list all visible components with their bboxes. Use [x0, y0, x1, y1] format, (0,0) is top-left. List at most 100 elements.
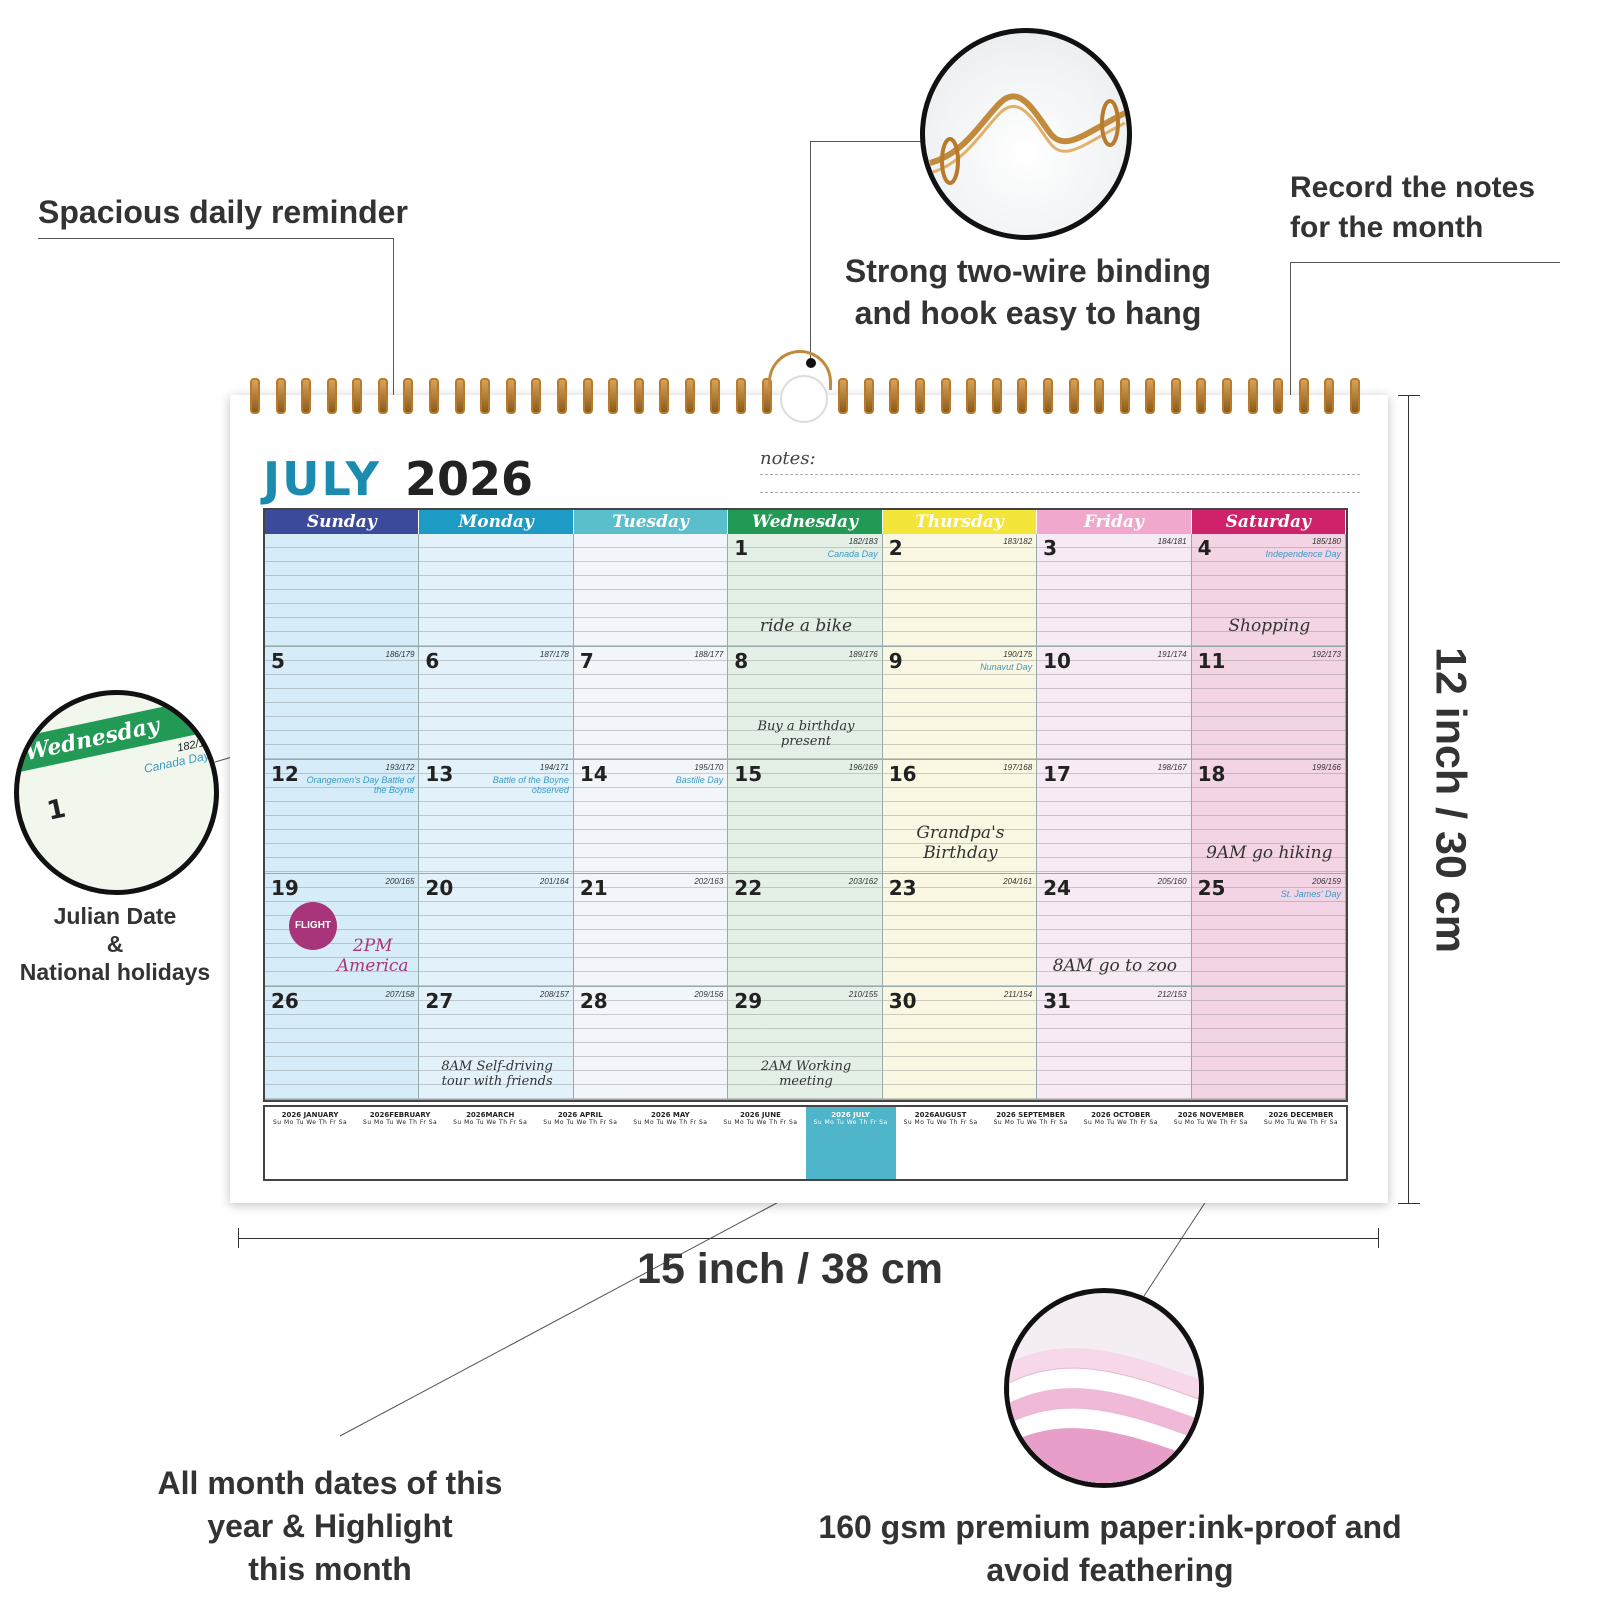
day-cell[interactable]: 23 204/161 — [882, 873, 1038, 987]
mini-month-weekdays: Su Mo Tu We Th Fr Sa — [993, 1119, 1068, 1126]
julian-date: 194/171 — [539, 763, 569, 773]
julian-date: 192/173 — [1312, 650, 1341, 660]
holiday-label: Battle of the Boyne observed — [492, 775, 569, 796]
day-number: 16 — [888, 762, 917, 787]
spiral-coil — [275, 378, 286, 414]
mini-month-title: 2026 SEPTEMBER — [996, 1111, 1066, 1119]
weekday-header: Monday — [419, 510, 574, 534]
spiral-coil — [1273, 378, 1284, 414]
day-number: 8 — [734, 649, 749, 674]
mini-month-weekdays: Su Mo Tu We Th Fr Sa — [633, 1119, 708, 1126]
mini-month-title: 2026 NOVEMBER — [1177, 1111, 1244, 1119]
spiral-coil — [608, 378, 619, 414]
width-dimension-tick — [1378, 1228, 1379, 1248]
spiral-coil — [480, 378, 491, 414]
mini-month-weekdays: Su Mo Tu We Th Fr Sa — [903, 1119, 978, 1126]
julian-zoom-lens: Wednesday 182/183 Canada Day 1 — [14, 690, 219, 895]
weekday-header: Tuesday — [573, 510, 729, 534]
weekday-header: Friday — [1037, 510, 1192, 534]
day-cell[interactable] — [265, 534, 420, 648]
height-dimension-tick — [1398, 395, 1420, 396]
binding-zoom-lens — [920, 28, 1132, 240]
spiral-coil — [1196, 378, 1207, 414]
callout-paper-line1: 160 gsm premium paper:ink-proof and — [818, 1509, 1402, 1545]
julian-date: 187/178 — [539, 650, 569, 660]
mini-month-title: 2026 JUNE — [740, 1111, 781, 1119]
handwritten-note: 8AM go to zoo — [1052, 955, 1178, 976]
day-number: 26 — [271, 988, 299, 1013]
width-dimension-tick — [238, 1228, 239, 1248]
callout-record-notes: Record the notes for the month — [1290, 168, 1535, 248]
month-title: JULY — [263, 452, 381, 506]
julian-date: 191/174 — [1157, 650, 1187, 660]
holiday-label: Bastille Day — [675, 775, 724, 786]
spiral-coil — [633, 378, 644, 414]
day-cell[interactable] — [419, 534, 574, 648]
day-cell[interactable]: 10 191/174 — [1037, 647, 1192, 761]
julian-date: 204/161 — [1003, 876, 1033, 886]
day-number: 23 — [888, 875, 917, 900]
spiral-coil — [556, 378, 567, 414]
julian-date: 197/168 — [1003, 763, 1033, 773]
julian-date: 206/159 — [1312, 876, 1341, 886]
height-dimension-tick — [1398, 1203, 1420, 1204]
julian-date: 202/163 — [694, 876, 724, 886]
day-number: 10 — [1043, 649, 1071, 674]
mini-month-weekdays: Su Mo Tu We Th Fr Sa — [363, 1119, 438, 1126]
day-cell[interactable] — [573, 534, 729, 648]
julian-date: 189/176 — [848, 650, 878, 660]
holiday-label: Independence Day — [1265, 549, 1341, 559]
callout-binding-line1: Strong two-wire binding — [844, 253, 1212, 289]
spiral-coil — [863, 378, 874, 414]
julian-date: 188/177 — [694, 650, 724, 660]
day-number: 27 — [425, 988, 454, 1013]
day-number: 7 — [579, 649, 594, 674]
weekday-header: Wednesday — [728, 510, 883, 534]
callout-allmonth-line1: All month dates of this — [157, 1465, 503, 1501]
julian-date: 203/162 — [848, 876, 878, 886]
mini-month-weekdays: Su Mo Tu We Th Fr Sa — [1173, 1119, 1248, 1126]
day-cell[interactable] — [1191, 986, 1346, 1100]
spiral-coil — [326, 378, 337, 414]
handwritten-note: Buy a birthday present — [757, 719, 855, 750]
spiral-coil — [377, 378, 388, 414]
day-number: 12 — [271, 762, 299, 787]
day-cell[interactable]: 7 188/177 — [573, 647, 729, 761]
spiral-coil — [1042, 378, 1053, 414]
notes-line — [760, 492, 1360, 493]
mini-month-title: 2026AUGUST — [914, 1111, 967, 1119]
julian-date: 182/183 — [848, 537, 878, 546]
julian-date: 212/153 — [1157, 989, 1187, 999]
spiral-coil — [250, 378, 260, 414]
